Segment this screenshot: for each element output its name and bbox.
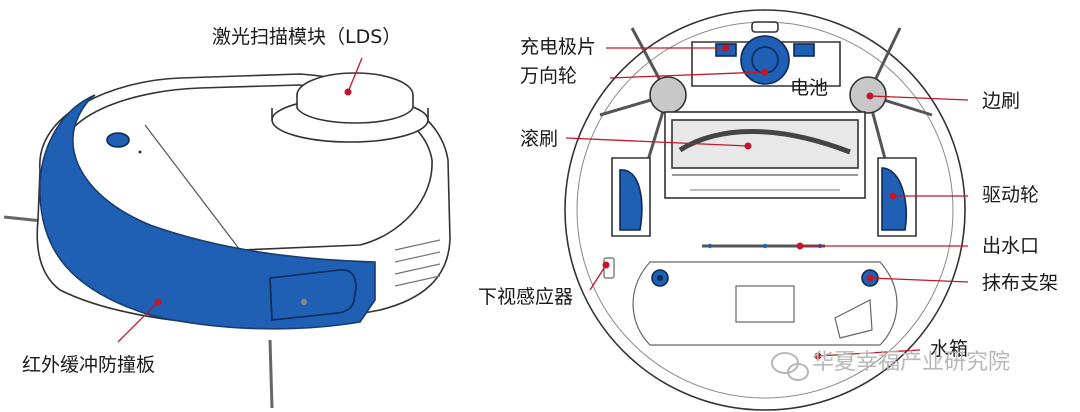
label-bumper: 红外缓冲防撞板 bbox=[22, 354, 156, 376]
label-cliff-sensor: 下视感应器 bbox=[478, 286, 574, 308]
watermark-text: 华夏幸福产业研究院 bbox=[812, 350, 1011, 375]
robot-bottom-view bbox=[564, 9, 969, 411]
label-roller-brush: 滚刷 bbox=[520, 128, 559, 150]
label-water-outlet: 出水口 bbox=[982, 235, 1040, 257]
blue-bumper bbox=[39, 94, 376, 330]
label-charging-contacts: 充电极片 bbox=[520, 36, 597, 58]
label-mop-holder: 抹布支架 bbox=[982, 272, 1059, 294]
label-side-brush: 边刷 bbox=[982, 90, 1021, 112]
watermark-logo bbox=[771, 352, 809, 381]
label-water-tank: 水箱 bbox=[930, 338, 969, 360]
label-caster-wheel: 万向轮 bbox=[520, 65, 578, 87]
label-battery: 电池 bbox=[790, 77, 829, 99]
label-drive-wheel: 驱动轮 bbox=[982, 184, 1040, 206]
label-lds: 激光扫描模块（LDS） bbox=[212, 26, 402, 48]
robot-top-view bbox=[3, 57, 451, 409]
